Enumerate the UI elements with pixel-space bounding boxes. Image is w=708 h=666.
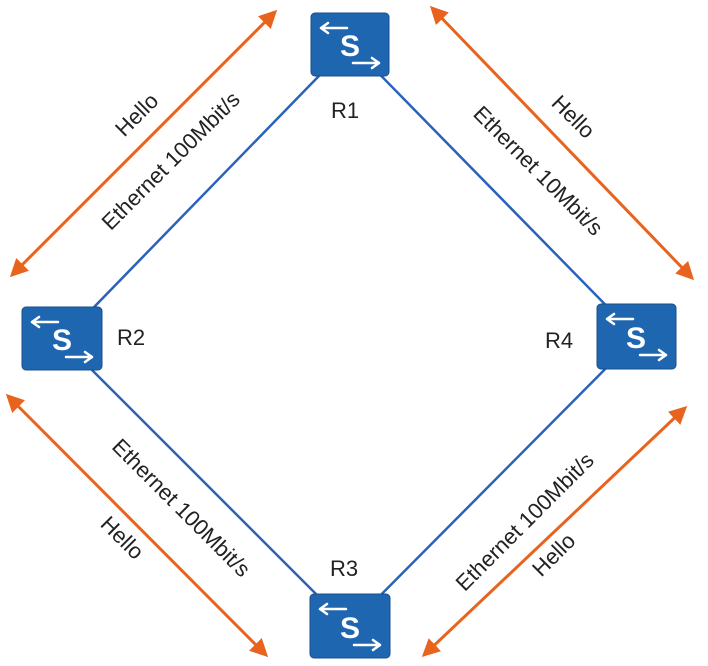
arrow-left-icon [318, 602, 348, 616]
hello-label-r3-r4: Hello [527, 528, 580, 581]
arrow-right-icon [64, 350, 94, 364]
link-label-r3-r4: Ethernet 100Mbit/s [451, 448, 599, 596]
link-r1-r2 [61, 43, 351, 341]
arrow-right-icon [638, 348, 668, 362]
hello-label-r2-r3: Hello [96, 511, 149, 564]
router-r3[interactable]: S [309, 593, 391, 659]
router-label-r2: R2 [117, 325, 145, 350]
link-r1-r4 [349, 43, 638, 338]
router-r2[interactable]: S [21, 306, 103, 371]
router-r1[interactable]: S [310, 12, 390, 77]
switch-glyph: S [340, 612, 360, 645]
switch-glyph: S [52, 324, 72, 357]
router-r4[interactable]: S [596, 303, 677, 370]
router-label-r1: R1 [331, 98, 359, 123]
hello-arrow-r2-r3 [5, 393, 269, 658]
arrow-right-icon [352, 638, 382, 652]
hello-arrow-r1-r2 [9, 9, 278, 278]
switch-glyph: S [340, 30, 360, 63]
arrow-right-icon [351, 56, 381, 70]
hello-arrow-r1-r4 [429, 5, 695, 281]
router-label-r4: R4 [545, 328, 573, 353]
arrow-left-icon [605, 312, 635, 326]
hello-arrow-r3-r4 [421, 405, 688, 658]
switch-glyph: S [626, 322, 646, 355]
link-r3-r4 [348, 336, 638, 628]
router-label-r3: R3 [330, 556, 358, 581]
link-label-r1-r2: Ethernet 100Mbit/s [97, 87, 245, 235]
link-r2-r3 [61, 339, 350, 628]
arrow-left-icon [319, 21, 349, 35]
arrow-left-icon [30, 315, 60, 329]
